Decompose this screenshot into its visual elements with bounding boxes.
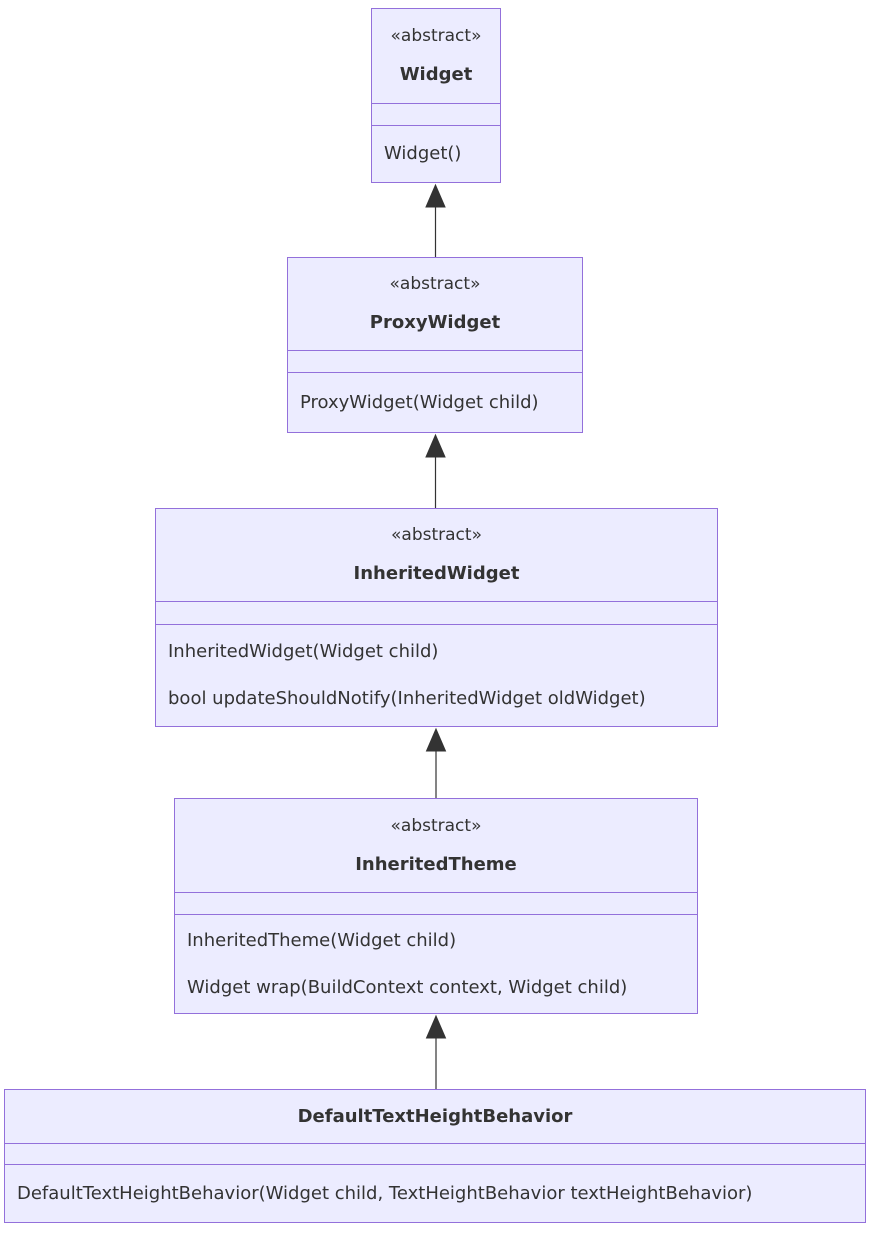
inheritance-arrowhead-icon: [425, 433, 446, 458]
class-name: DefaultTextHeightBehavior: [297, 1105, 573, 1127]
class-node-inheritedwidget: «abstract» InheritedWidget InheritedWidg…: [155, 508, 718, 727]
inheritance-edge-inheritedwidget-to-proxywidget: [425, 433, 446, 508]
class-title-section: «abstract» Widget: [372, 9, 500, 103]
class-name: InheritedWidget: [353, 563, 520, 584]
inheritance-arrowhead-icon: [425, 1014, 447, 1039]
inheritance-edge-defaulttextheightbehavior-to-inheritedtheme: [425, 1014, 447, 1089]
stereotype-label: «abstract»: [391, 525, 482, 545]
class-node-widget: «abstract» Widget Widget(): [371, 8, 501, 183]
attributes-section: [288, 350, 582, 373]
inheritance-arrowhead-icon: [425, 183, 446, 208]
methods-section: InheritedWidget(Widget child) bool updat…: [156, 625, 717, 726]
stereotype-label: «abstract»: [389, 274, 481, 294]
method-label: InheritedTheme(Widget child): [187, 929, 457, 951]
class-title-section: «abstract» InheritedWidget: [156, 509, 717, 601]
attributes-section: [5, 1143, 865, 1165]
methods-section: DefaultTextHeightBehavior(Widget child, …: [5, 1165, 865, 1222]
class-name: InheritedTheme: [355, 853, 517, 875]
attributes-section: [156, 601, 717, 625]
class-name: ProxyWidget: [369, 312, 501, 333]
inheritance-edge-inheritedtheme-to-inheritedwidget: [425, 727, 447, 798]
method-label: ProxyWidget(Widget child): [300, 391, 539, 413]
method-label: InheritedWidget(Widget child): [168, 641, 439, 662]
class-title-section: DefaultTextHeightBehavior: [5, 1090, 865, 1143]
methods-section: InheritedTheme(Widget child) Widget wrap…: [175, 915, 697, 1013]
method-label: DefaultTextHeightBehavior(Widget child, …: [17, 1182, 753, 1204]
method-label: bool updateShouldNotify(InheritedWidget …: [168, 688, 646, 709]
attributes-section: [372, 103, 500, 126]
class-title-section: «abstract» ProxyWidget: [288, 258, 582, 350]
inheritance-edge-proxywidget-to-widget: [425, 183, 446, 257]
stereotype-label: «abstract»: [390, 26, 482, 46]
method-label: Widget wrap(BuildContext context, Widget…: [187, 976, 628, 998]
methods-section: ProxyWidget(Widget child): [288, 373, 582, 432]
class-node-proxywidget: «abstract» ProxyWidget ProxyWidget(Widge…: [287, 257, 583, 433]
class-title-section: «abstract» InheritedTheme: [175, 799, 697, 892]
class-node-inheritedtheme: «abstract» InheritedTheme InheritedTheme…: [174, 798, 698, 1014]
attributes-section: [175, 892, 697, 915]
stereotype-label: «abstract»: [390, 815, 482, 836]
class-node-defaulttextheightbehavior: DefaultTextHeightBehavior DefaultTextHei…: [4, 1089, 866, 1223]
method-label: Widget(): [384, 143, 462, 164]
class-name: Widget: [399, 64, 473, 85]
inheritance-arrowhead-icon: [425, 727, 447, 752]
methods-section: Widget(): [372, 126, 500, 182]
